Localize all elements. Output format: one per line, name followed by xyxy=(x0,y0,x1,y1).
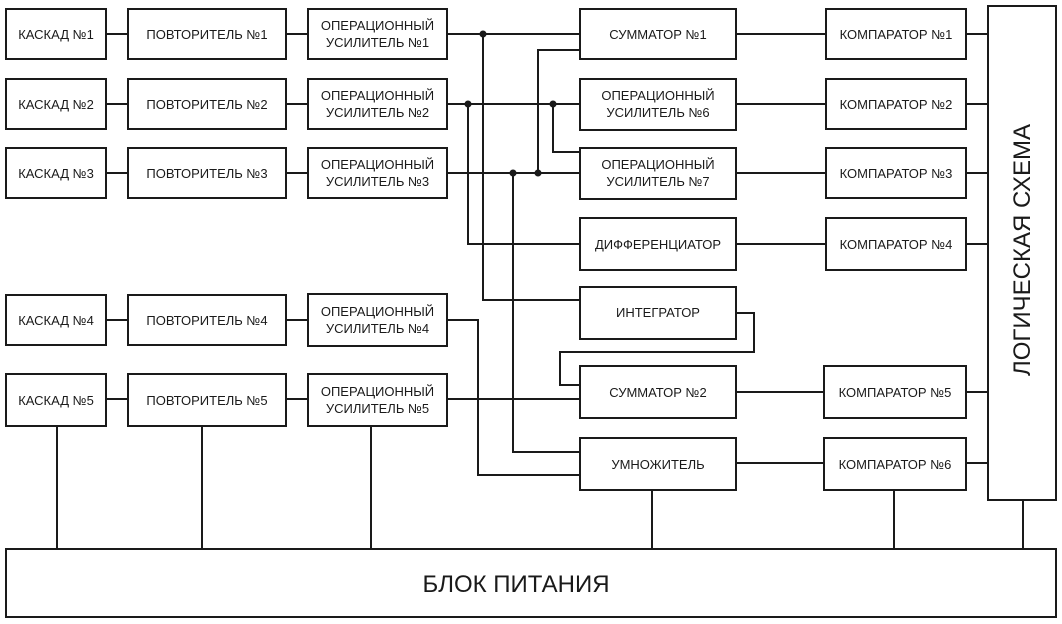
comparator-6-block: КОМПАРАТОР №6 xyxy=(823,437,967,491)
opamp-6-block: ОПЕРАЦИОННЫЙ УСИЛИТЕЛЬ №6 xyxy=(579,78,737,131)
comparator-5-label: КОМПАРАТОР №5 xyxy=(839,385,952,400)
opamp-3-label-line2: УСИЛИТЕЛЬ №3 xyxy=(326,174,429,189)
repeater-3-label: ПОВТОРИТЕЛЬ №3 xyxy=(146,166,267,181)
power-supply-label: БЛОК ПИТАНИЯ xyxy=(422,571,609,598)
cascade-5-block: КАСКАД №5 xyxy=(5,373,107,427)
adder-2-block: СУММАТОР №2 xyxy=(579,365,737,419)
opamp-4-label-line2: УСИЛИТЕЛЬ №4 xyxy=(326,321,429,336)
comparator-3-block: КОМПАРАТОР №3 xyxy=(825,147,967,199)
cascade-1-label: КАСКАД №1 xyxy=(18,27,94,42)
comparator-2-block: КОМПАРАТОР №2 xyxy=(825,78,967,130)
junction-dot xyxy=(479,30,487,38)
comparator-1-label: КОМПАРАТОР №1 xyxy=(840,27,953,42)
differentiator-label: ДИФФЕРЕНЦИАТОР xyxy=(595,237,721,252)
differentiator-block: ДИФФЕРЕНЦИАТОР xyxy=(579,217,737,271)
wire-oa2-diff xyxy=(467,104,580,245)
adder-1-block: СУММАТОР №1 xyxy=(579,8,737,60)
repeater-2-label: ПОВТОРИТЕЛЬ №2 xyxy=(146,97,267,112)
wire-oa6-oa7 xyxy=(552,104,580,153)
opamp-7-label-line1: ОПЕРАЦИОННЫЙ xyxy=(601,157,714,172)
wire-oa3-mult xyxy=(512,173,580,453)
cascade-2-label: КАСКАД №2 xyxy=(18,97,94,112)
opamp-3-block: ОПЕРАЦИОННЫЙ УСИЛИТЕЛЬ №3 xyxy=(307,147,448,199)
repeater-1-label: ПОВТОРИТЕЛЬ №1 xyxy=(146,27,267,42)
comparator-3-label: КОМПАРАТОР №3 xyxy=(840,166,953,181)
cascade-5-label: КАСКАД №5 xyxy=(18,393,94,408)
cascade-2-block: КАСКАД №2 xyxy=(5,78,107,130)
multiplier-label: УМНОЖИТЕЛЬ xyxy=(611,457,704,472)
junction-dot xyxy=(549,100,557,108)
integrator-label: ИНТЕГРАТОР xyxy=(616,305,700,320)
opamp-6-label-line1: ОПЕРАЦИОННЫЙ xyxy=(601,88,714,103)
repeater-5-block: ПОВТОРИТЕЛЬ №5 xyxy=(127,373,287,427)
comparator-1-block: КОМПАРАТОР №1 xyxy=(825,8,967,60)
wire-sum1-oa7 xyxy=(537,49,580,173)
logic-circuit-label: ЛОГИЧЕСКАЯ СХЕМА xyxy=(1009,124,1036,376)
adder-2-label: СУММАТОР №2 xyxy=(609,385,706,400)
comparator-5-block: КОМПАРАТОР №5 xyxy=(823,365,967,419)
repeater-3-block: ПОВТОРИТЕЛЬ №3 xyxy=(127,147,287,199)
multiplier-block: УМНОЖИТЕЛЬ xyxy=(579,437,737,491)
opamp-7-label-line2: УСИЛИТЕЛЬ №7 xyxy=(606,174,709,189)
logic-circuit-block: ЛОГИЧЕСКАЯ СХЕМА xyxy=(987,5,1057,501)
opamp-5-label-line2: УСИЛИТЕЛЬ №5 xyxy=(326,401,429,416)
comparator-6-label: КОМПАРАТОР №6 xyxy=(839,457,952,472)
cascade-4-label: КАСКАД №4 xyxy=(18,313,94,328)
comparator-4-block: КОМПАРАТОР №4 xyxy=(825,217,967,271)
opamp-1-label-line2: УСИЛИТЕЛЬ №1 xyxy=(326,35,429,50)
comparator-2-label: КОМПАРАТОР №2 xyxy=(840,97,953,112)
opamp-4-label-line1: ОПЕРАЦИОННЫЙ xyxy=(321,304,434,319)
opamp-6-label-line2: УСИЛИТЕЛЬ №6 xyxy=(606,105,709,120)
opamp-7-block: ОПЕРАЦИОННЫЙ УСИЛИТЕЛЬ №7 xyxy=(579,147,737,200)
cascade-3-label: КАСКАД №3 xyxy=(18,166,94,181)
adder-1-label: СУММАТОР №1 xyxy=(609,27,706,42)
integrator-block: ИНТЕГРАТОР xyxy=(579,286,737,340)
opamp-2-block: ОПЕРАЦИОННЫЙ УСИЛИТЕЛЬ №2 xyxy=(307,78,448,130)
repeater-1-block: ПОВТОРИТЕЛЬ №1 xyxy=(127,8,287,60)
junctions xyxy=(464,30,557,177)
junction-dot xyxy=(464,100,472,108)
wire-oa1-int xyxy=(482,34,580,301)
cascade-3-block: КАСКАД №3 xyxy=(5,147,107,199)
repeater-4-label: ПОВТОРИТЕЛЬ №4 xyxy=(146,313,267,328)
opamp-3-label-line1: ОПЕРАЦИОННЫЙ xyxy=(321,157,434,172)
opamp-1-block: ОПЕРАЦИОННЫЙ УСИЛИТЕЛЬ №1 xyxy=(307,8,448,60)
repeater-2-block: ПОВТОРИТЕЛЬ №2 xyxy=(127,78,287,130)
opamp-5-label-line1: ОПЕРАЦИОННЫЙ xyxy=(321,384,434,399)
junction-dot xyxy=(509,169,517,177)
junction-dot xyxy=(534,169,542,177)
power-supply-block: БЛОК ПИТАНИЯ xyxy=(5,548,1057,618)
repeater-4-block: ПОВТОРИТЕЛЬ №4 xyxy=(127,294,287,346)
opamp-2-label-line2: УСИЛИТЕЛЬ №2 xyxy=(326,105,429,120)
cascade-1-block: КАСКАД №1 xyxy=(5,8,107,60)
wire-oa4-mult xyxy=(447,319,580,476)
comparator-4-label: КОМПАРАТОР №4 xyxy=(840,237,953,252)
opamp-1-label-line1: ОПЕРАЦИОННЫЙ xyxy=(321,18,434,33)
opamp-4-block: ОПЕРАЦИОННЫЙ УСИЛИТЕЛЬ №4 xyxy=(307,293,448,347)
cascade-4-block: КАСКАД №4 xyxy=(5,294,107,346)
wire-int-sum2 xyxy=(559,312,755,386)
repeater-5-label: ПОВТОРИТЕЛЬ №5 xyxy=(146,393,267,408)
opamp-5-block: ОПЕРАЦИОННЫЙ УСИЛИТЕЛЬ №5 xyxy=(307,373,448,427)
opamp-2-label-line1: ОПЕРАЦИОННЫЙ xyxy=(321,88,434,103)
